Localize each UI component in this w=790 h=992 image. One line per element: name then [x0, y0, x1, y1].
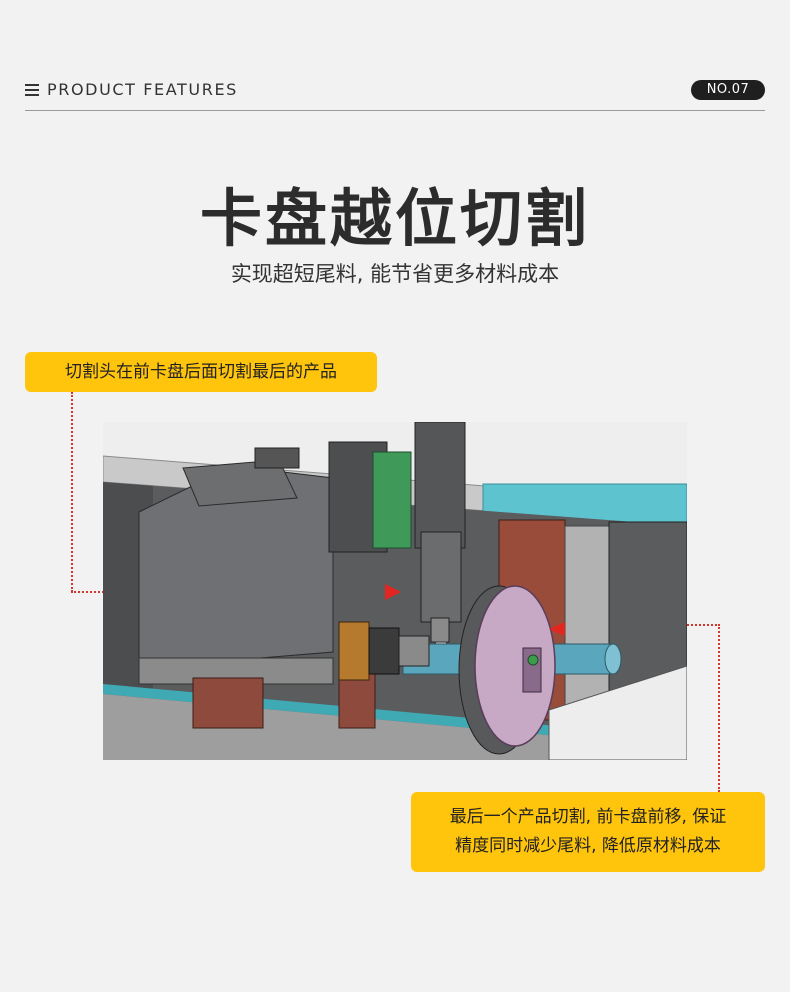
- callout-bottom-line-2: 精度同时减少尾料, 降低原材料成本: [455, 836, 721, 856]
- page-subtitle: 实现超短尾料, 能节省更多材料成本: [230, 262, 560, 286]
- machine-illustration: [103, 422, 687, 760]
- header-label: PRODUCT FEATURES: [47, 80, 238, 99]
- page-title: 卡盘越位切割: [199, 182, 590, 255]
- hamburger-icon: [25, 84, 39, 96]
- section-header: PRODUCT FEATURES NO.07: [25, 78, 765, 111]
- callout-bottom-line-1: 最后一个产品切割, 前卡盘前移, 保证: [449, 807, 727, 827]
- pointer-line-top-vertical: [71, 392, 73, 592]
- callout-bottom: 最后一个产品切割, 前卡盘前移, 保证 精度同时减少尾料, 降低原材料成本: [411, 792, 765, 872]
- pointer-line-bottom-vertical: [718, 624, 720, 792]
- section-number-badge: NO.07: [691, 80, 765, 100]
- callout-top: 切割头在前卡盘后面切割最后的产品: [25, 352, 377, 392]
